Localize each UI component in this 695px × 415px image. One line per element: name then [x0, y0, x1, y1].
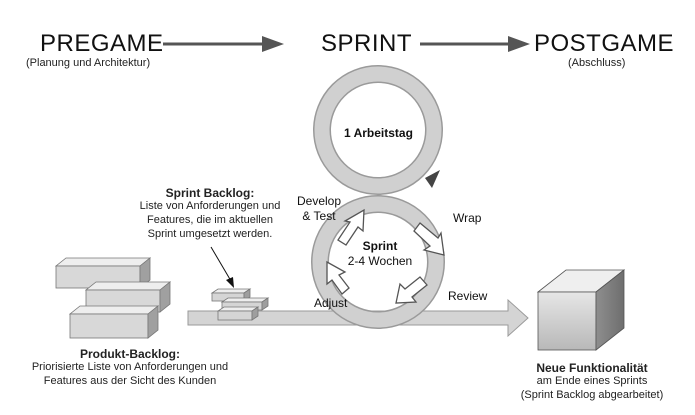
sprint-title: SPRINT: [321, 30, 413, 57]
product-backlog-title: Produkt-Backlog:: [79, 347, 180, 361]
pregame-to-sprint-arrow: [163, 36, 284, 52]
product-backlog-line-2: Features aus der Sicht des Kunden: [43, 375, 217, 387]
review-arrow: [395, 276, 428, 304]
result-title: Neue Funktionalität: [536, 361, 648, 375]
product-backlog-line-1: Priorisierte Liste von Anforderungen und: [31, 361, 229, 373]
sprint-backlog-line-3: Sprint umgesetzt werden.: [147, 228, 273, 240]
sprint-backlog-line-2: Features, die im aktuellen: [147, 214, 273, 226]
develop-label: Develop: [296, 194, 342, 208]
new-functionality-cube: [536, 269, 626, 351]
review-label: Review: [448, 289, 488, 303]
test-label: & Test: [302, 209, 336, 223]
wrap-arrow: [413, 222, 445, 256]
result-line-2: (Sprint Backlog abgearbeitet): [520, 389, 664, 401]
sprint-loop-duration: 2-4 Wochen: [347, 254, 413, 268]
sprint-to-postgame-arrow: [420, 36, 530, 52]
postgame-subtitle: (Abschluss): [568, 57, 626, 69]
pregame-subtitle: (Planung und Architektur): [26, 57, 151, 69]
sprint-loop-title: Sprint: [362, 239, 398, 253]
pregame-title: PREGAME: [40, 30, 164, 57]
loop-entry-arrow: [425, 170, 440, 188]
sprint-backlog-stack: [210, 288, 270, 321]
daily-loop-ring: [313, 65, 443, 195]
sprint-loop-ring: [311, 195, 445, 329]
result-line-1: am Ende eines Sprints: [536, 375, 648, 387]
sprint-backlog-pointer: [210, 246, 234, 288]
sprint-backlog-line-1: Liste von Anforderungen und: [139, 200, 281, 212]
sprint-backlog-title: Sprint Backlog:: [165, 186, 255, 200]
product-backlog-stack: [54, 257, 172, 339]
adjust-label: Adjust: [314, 296, 348, 310]
daily-loop-label: 1 Arbeitstag: [344, 126, 413, 140]
wrap-label: Wrap: [453, 211, 482, 225]
develop-arrow: [337, 208, 365, 246]
postgame-title: POSTGAME: [534, 30, 675, 57]
adjust-arrow: [326, 260, 350, 295]
